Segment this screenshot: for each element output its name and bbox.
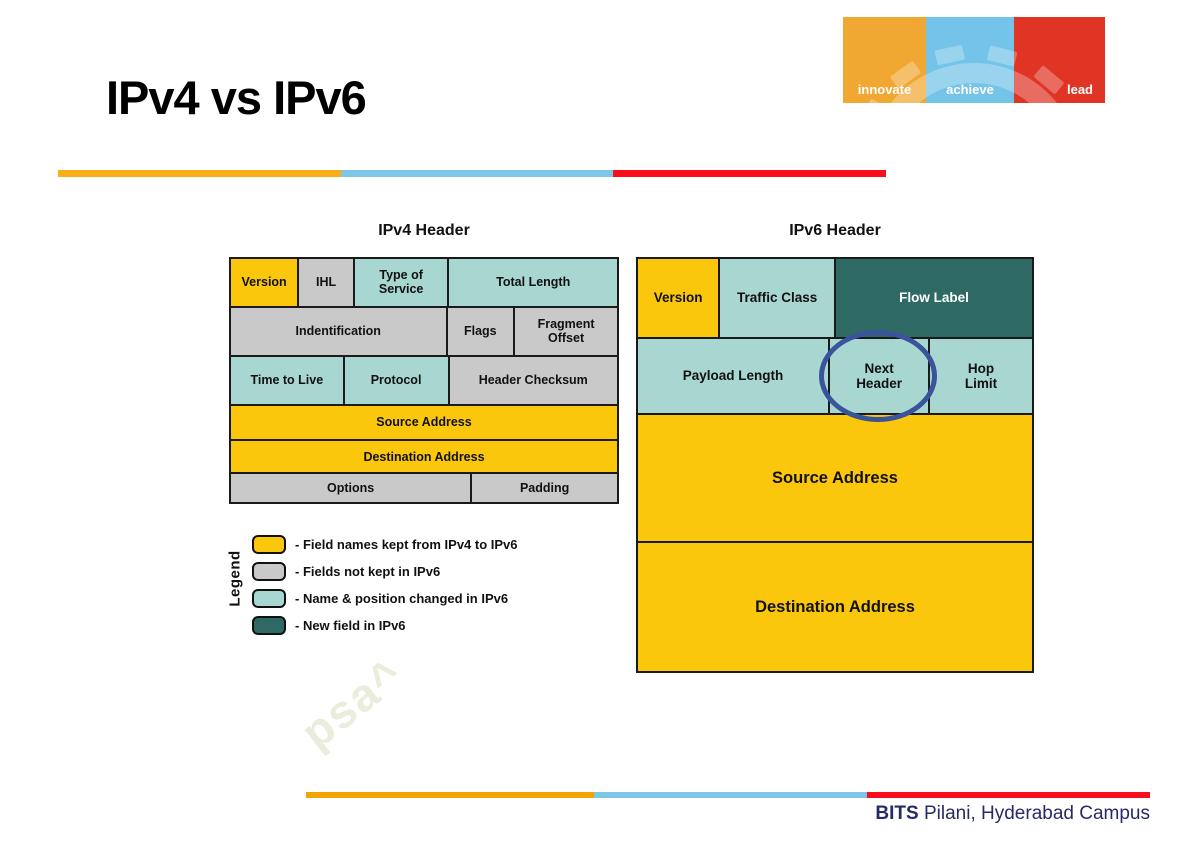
ipv4-row-3: Time to Live Protocol Header Checksum [231, 357, 617, 404]
legend-swatch-yellow [252, 535, 286, 554]
ipv4-header-table: Version IHL Type of Service Total Length… [229, 257, 619, 504]
ipv6-cell-source-address: Source Address [638, 415, 1032, 542]
footer-campus-text: BITS Pilani, Hyderabad Campus [875, 803, 1150, 825]
ipv4-cell-identification: Indentification [231, 307, 446, 356]
ipv6-cell-flow-label: Flow Label [836, 259, 1032, 338]
ipv6-header-title: IPv6 Header [789, 222, 881, 239]
ipv6-cell-destination-address: Destination Address [638, 543, 1032, 671]
divider-segment-orange [58, 170, 341, 177]
footer-campus: Pilani, Hyderabad Campus [918, 803, 1150, 824]
ipv4-row-4: Source Address [231, 405, 617, 440]
bottom-divider [306, 792, 1150, 798]
footer-bits: BITS [875, 803, 919, 824]
ipv4-cell-fragment-offset: Fragment Offset [515, 307, 617, 356]
ipv4-row-5: Destination Address [231, 441, 617, 473]
ipv4-cell-time-to-live: Time to Live [231, 357, 343, 404]
logo-panel-lead: lead [1014, 17, 1105, 103]
page-title: IPv4 vs IPv6 [106, 71, 367, 124]
legend-swatch-gray [252, 562, 286, 581]
ipv6-row-3: Source Address [638, 415, 1032, 542]
logo-panel-innovate: innovate [843, 17, 926, 103]
ipv4-cell-ihl: IHL [299, 259, 353, 306]
legend-label: - Field names kept from IPv4 to IPv6 [295, 537, 518, 552]
legend-item-not-kept: - Fields not kept in IPv6 [252, 562, 440, 581]
ipv4-cell-destination-address: Destination Address [231, 441, 617, 473]
ipv6-row-4: Destination Address [638, 543, 1032, 671]
ipv6-cell-hop-limit: Hop Limit [930, 339, 1032, 414]
divider-segment-blue [594, 792, 867, 798]
legend-label: - Name & position changed in IPv6 [295, 591, 509, 606]
ipv4-cell-protocol: Protocol [344, 357, 448, 404]
ipv4-row-6: Options Padding [231, 474, 617, 502]
legend-swatch-dark-teal [252, 616, 286, 635]
legend-heading: Legend [226, 550, 244, 607]
logo-label-achieve: achieve [946, 82, 994, 97]
watermark: psa^ [291, 647, 414, 759]
ipv6-header-table: Version Traffic Class Flow Label Payload… [636, 257, 1034, 673]
legend-item-new: - New field in IPv6 [252, 616, 406, 635]
divider-segment-red [867, 792, 1150, 798]
legend-label: - Fields not kept in IPv6 [295, 564, 441, 579]
logo-panel-achieve: achieve [926, 17, 1014, 103]
logo-label-lead: lead [1066, 82, 1093, 97]
ipv4-cell-source-address: Source Address [231, 405, 617, 440]
ipv4-row-2: Indentification Flags Fragment Offset [231, 307, 617, 356]
divider-segment-red [613, 170, 886, 177]
legend-item-kept: - Field names kept from IPv4 to IPv6 [252, 535, 518, 554]
ipv4-cell-flags: Flags [447, 307, 514, 356]
divider-segment-orange [306, 792, 594, 798]
ipv6-cell-traffic-class: Traffic Class [720, 259, 835, 338]
ipv4-header-title: IPv4 Header [378, 222, 470, 239]
ipv4-cell-options: Options [231, 474, 471, 502]
top-divider [58, 170, 886, 177]
ipv6-row-1: Version Traffic Class Flow Label [638, 259, 1032, 338]
ipv6-cell-payload-length: Payload Length [638, 339, 829, 414]
ipv4-cell-type-of-service: Type of Service [354, 259, 448, 306]
divider-segment-blue [341, 170, 613, 177]
ipv6-cell-version: Version [638, 259, 719, 338]
ipv4-cell-version: Version [231, 259, 298, 306]
legend-item-changed: - Name & position changed in IPv6 [252, 589, 508, 608]
legend-swatch-teal [252, 589, 286, 608]
ipv4-cell-header-checksum: Header Checksum [449, 357, 617, 404]
bits-logo: innovate achieve lead [843, 17, 1105, 103]
ipv4-cell-padding: Padding [472, 474, 617, 502]
logo-label-innovate: innovate [857, 82, 912, 97]
ipv4-cell-total-length: Total Length [449, 259, 617, 306]
legend-label: - New field in IPv6 [295, 618, 406, 633]
ipv4-row-1: Version IHL Type of Service Total Length [231, 259, 617, 306]
next-header-circle-annotation [819, 330, 937, 422]
